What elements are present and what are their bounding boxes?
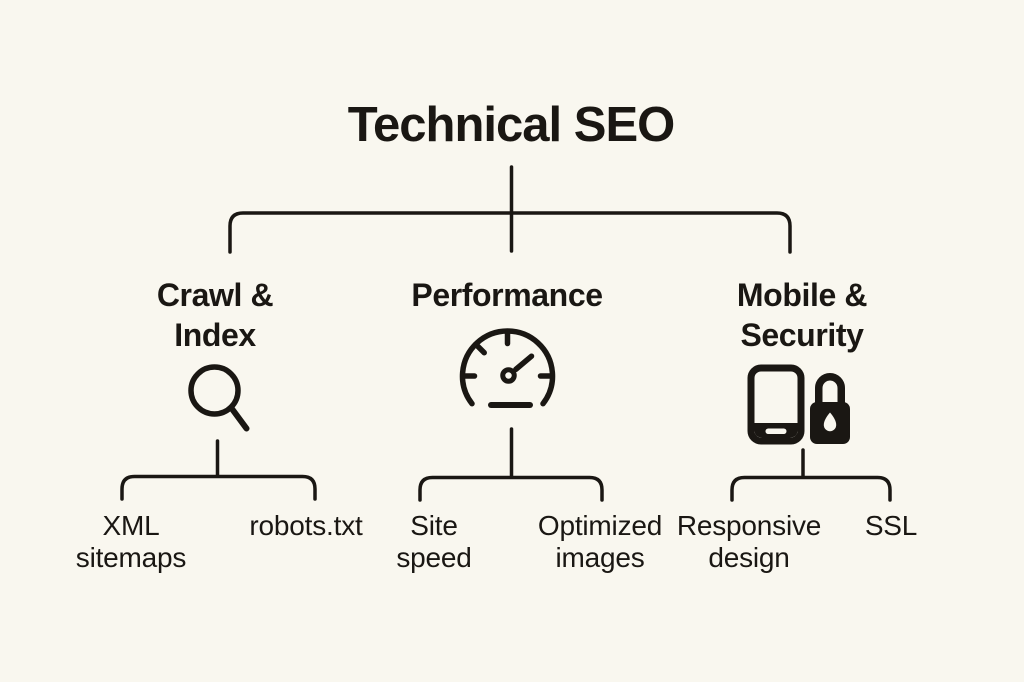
crawl-bracket-line: [120, 474, 317, 501]
leaf-line: SSL: [864, 510, 918, 541]
branch-title-line: Index: [174, 317, 256, 353]
leaf-robots-txt: robots.txt: [249, 510, 362, 542]
leaf-site-speed: Site speed: [396, 510, 471, 574]
leaf-optimized-images: Optimized images: [538, 510, 662, 574]
branch-title-line: Mobile &: [736, 277, 868, 313]
top-bracket-line: [228, 211, 792, 254]
leaf-line: design: [708, 542, 790, 573]
leaf-line: sitemaps: [75, 542, 187, 573]
branch-title-crawl-index: Crawl & Index: [156, 275, 274, 355]
leaf-line: robots.txt: [249, 510, 363, 541]
diagram-title: Technical SEO: [347, 98, 675, 152]
leaf-line: XML: [102, 510, 160, 541]
leaf-line: Site: [410, 510, 458, 541]
smartphone-icon: [747, 364, 805, 445]
leaf-line: speed: [396, 542, 472, 573]
leaf-line: images: [555, 542, 645, 573]
branch-title-line: Security: [740, 317, 864, 353]
branch-title-performance: Performance: [411, 275, 603, 315]
branch-title-mobile-security: Mobile & Security: [736, 275, 868, 355]
branch-title-line: Crawl &: [156, 277, 274, 313]
speedometer-icon: [459, 328, 556, 408]
branch-title-line: Performance: [411, 277, 603, 313]
leaf-responsive-design: Responsive design: [676, 510, 822, 574]
leaf-ssl: SSL: [864, 510, 918, 542]
magnifier-icon: [188, 364, 250, 432]
performance-bracket-line: [418, 475, 604, 502]
leaf-line: Responsive: [676, 510, 822, 541]
padlock-icon: [810, 373, 850, 444]
leaf-line: Optimized: [537, 510, 663, 541]
leaf-xml-sitemaps: XML sitemaps: [75, 510, 187, 574]
mobile-bracket-line: [730, 475, 892, 502]
